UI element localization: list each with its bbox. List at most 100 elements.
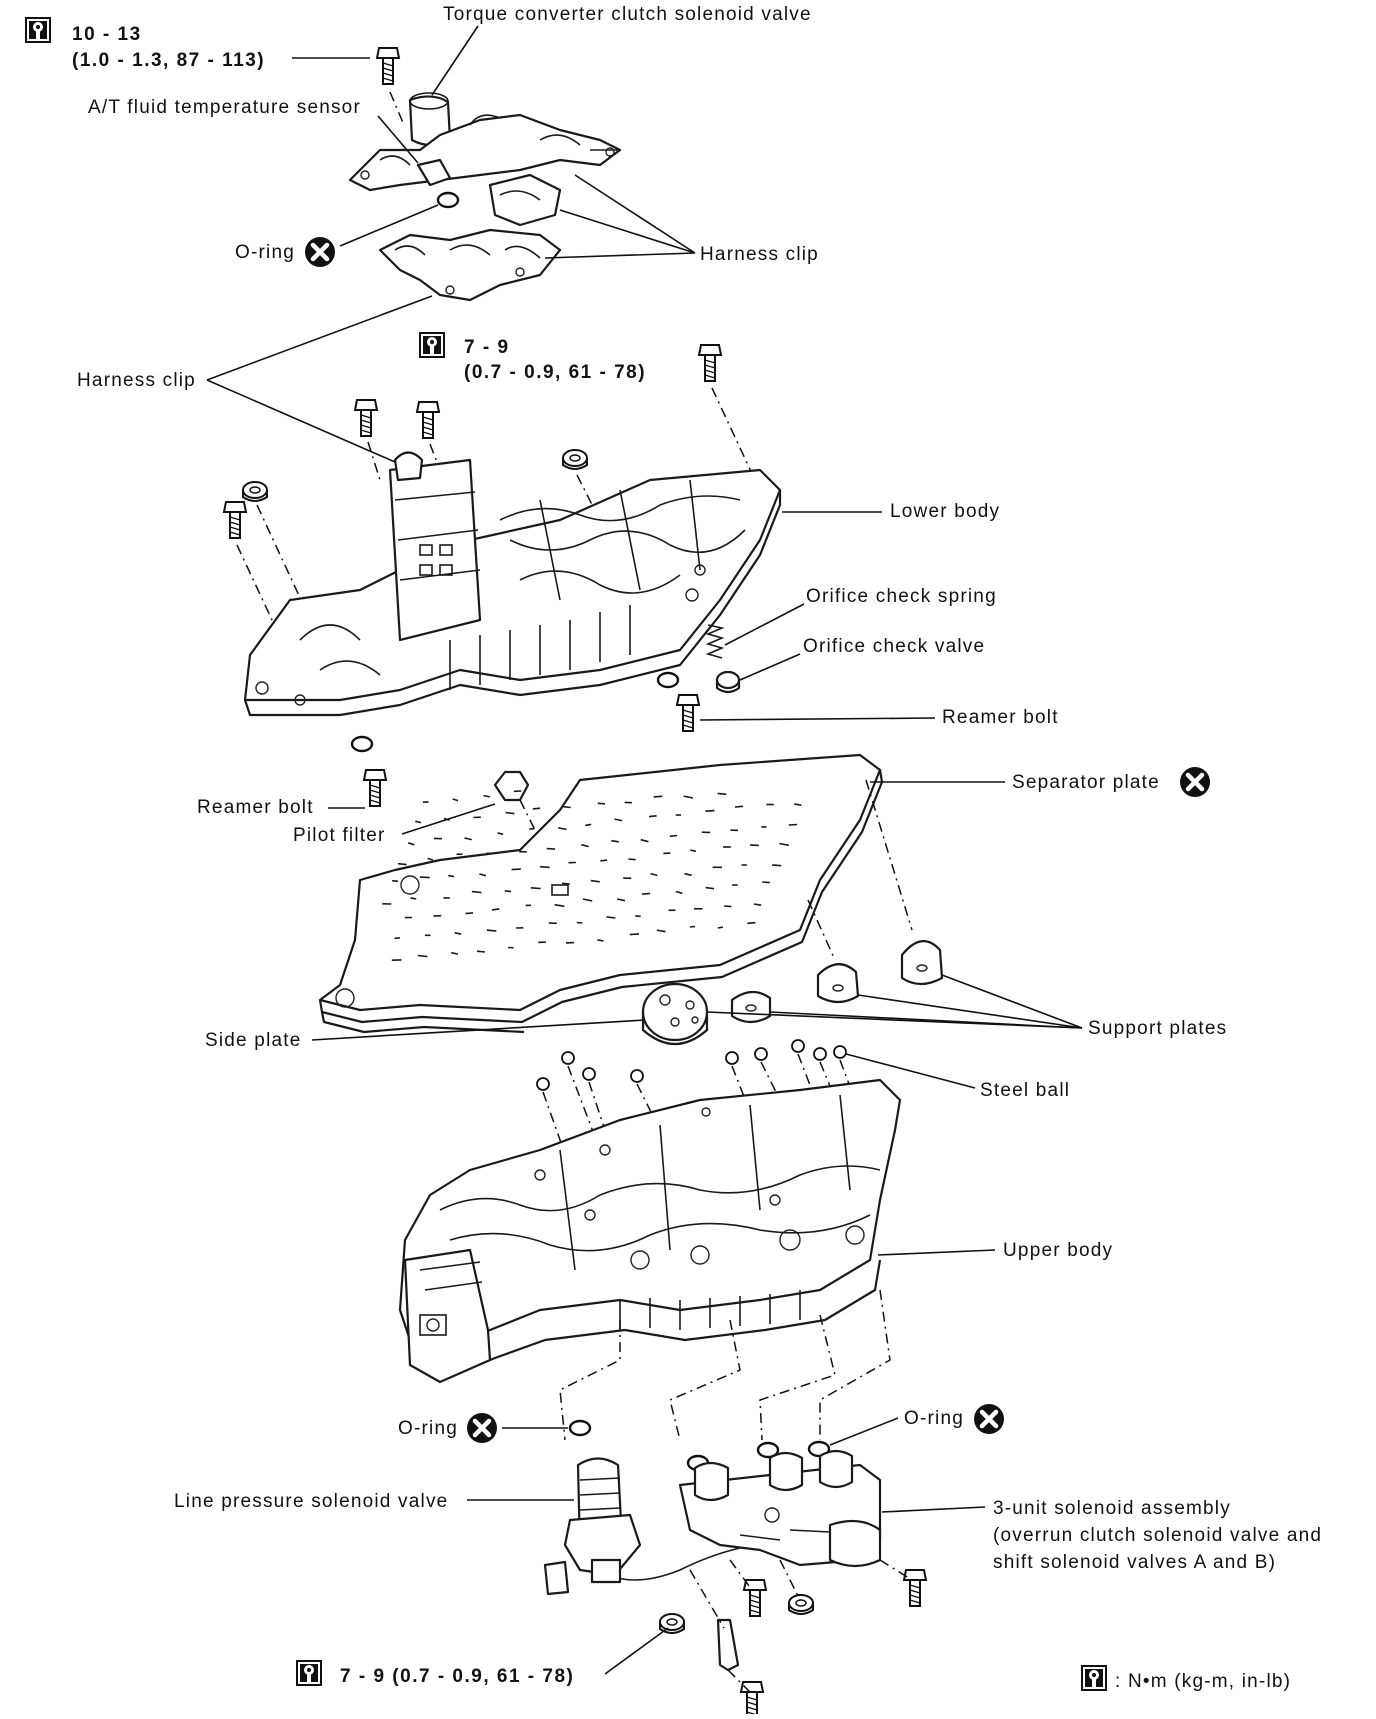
torque-wrench-icon [420,333,444,357]
label-steel-ball: Steel ball [980,1080,1070,1101]
label-orifice-check-spring: Orifice check spring [806,586,997,607]
label-at-fluid-temperature-sensor: A/T fluid temperature sensor [88,97,361,118]
do-not-reuse-icon [974,1404,1004,1434]
torque-wrench-icon [297,1661,321,1685]
separator-plate-hole [724,906,731,907]
separator-plate-hole [506,813,515,814]
do-not-reuse-icon [305,237,335,267]
separator-plate-hole [600,860,607,861]
separator-plate-hole [577,923,583,924]
separator-plate-hole [448,876,454,877]
separator-plate-hole [628,859,635,860]
separator-plate-hole [531,888,541,889]
label-torque-converter-clutch-solenoid-valve: Torque converter clutch solenoid valve [443,4,812,25]
separator-plate-hole [642,893,650,894]
separator-plate-hole [498,833,504,834]
separator-plate-hole [562,883,570,884]
bolt-icon [744,1580,766,1616]
label-harness-clip-left: Harness clip [77,370,196,391]
bolt-icon [417,402,439,438]
label-separator-plate: Separator plate [1012,772,1160,793]
torque-top-line1: 10 - 13 [72,24,142,45]
separator-plate-hole [547,849,555,850]
bolt-icon [699,345,721,381]
bolt-icon [355,400,377,436]
separator-plate-hole [392,881,398,882]
separator-plate-hole [487,930,497,931]
separator-plate-hole [772,865,781,866]
solenoids-group [545,1421,926,1714]
separator-plate-hole [484,796,490,797]
separator-plate-hole [690,927,695,928]
separator-plate-hole [472,892,482,893]
separator-plate-hole [408,843,414,845]
separator-plate-hole [453,799,458,801]
washer-icon [658,673,678,687]
separator-plate-hole [395,938,400,939]
nut-icon [789,1595,813,1614]
nut-icon [563,450,587,469]
bolt-icon [377,48,399,84]
separator-plate-hole [428,858,433,860]
bolt-icon [904,1570,926,1606]
separator-plate-hole [649,816,657,817]
label-o-ring-top: O-ring [235,242,295,263]
reamer-bolt-right-icon [677,695,699,731]
torque-bottom: 7 - 9 (0.7 - 0.9, 61 - 78) [340,1666,574,1687]
separator-plate-hole [611,841,619,842]
torque-top-line2: (1.0 - 1.3, 87 - 113) [72,50,265,71]
separator-plate-hole [529,829,534,830]
separator-plate-hole [718,793,727,794]
label-side-plate: Side plate [205,1030,302,1051]
separator-plate-hole [465,838,472,840]
bolt-icon [224,502,246,538]
torque-wrench-icon [26,18,50,42]
label-lower-body: Lower body [890,501,1000,522]
separator-plate-hole [630,934,639,935]
separator-plate-hole [754,904,761,905]
label-3-unit-solenoid-line2: (overrun clutch solenoid valve and [993,1525,1322,1546]
o-ring-top-icon [438,193,458,207]
label-orifice-check-valve: Orifice check valve [803,636,985,657]
separator-plate-hole [466,913,474,914]
torque-mid-line1: 7 - 9 [464,337,510,358]
upper-body-group [400,1080,900,1440]
separator-plate-hole [789,825,797,826]
label-o-ring-left: O-ring [398,1418,458,1439]
o-ring-icon [570,1421,590,1435]
separator-plate-hole [418,956,428,957]
label-line-pressure-solenoid-valve: Line pressure solenoid valve [174,1491,448,1512]
label-pilot-filter: Pilot filter [293,825,386,846]
separator-plate-hole [654,796,663,797]
separator-plate-hole [607,917,616,918]
separator-plate-hole [750,845,759,846]
label-o-ring-right: O-ring [904,1408,964,1429]
separator-plate-hole [705,811,714,812]
label-harness-clip-right: Harness clip [700,244,819,265]
label-upper-body: Upper body [1003,1240,1113,1261]
separator-plate-hole [512,869,521,870]
units-legend: : N•m (kg-m, in-lb) [1115,1671,1291,1692]
separator-plate-hole [747,923,755,924]
separator-plate-hole [477,951,485,952]
separator-plate-hole [598,803,605,804]
label-reamer-bolt-right: Reamer bolt [942,707,1059,728]
separator-plate-hole [585,824,591,825]
separator-plate-hole [670,836,677,837]
separator-plate-hole [415,821,421,822]
label-support-plates: Support plates [1088,1018,1227,1039]
nut-icon [660,1614,684,1633]
label-3-unit-solenoid-line1: 3-unit solenoid assembly [993,1498,1231,1519]
torque-wrench-icon [1082,1666,1106,1690]
reamer-bolt-left-icon [364,770,386,806]
separator-plate-hole [492,909,499,910]
separator-plate-hole [398,864,407,865]
washer-icon [352,737,372,751]
torque-converter-clutch-solenoid-group [350,48,620,300]
do-not-reuse-icon [1180,767,1210,797]
label-reamer-bolt-left: Reamer bolt [197,797,314,818]
separator-plate-hole [718,927,723,928]
separator-plate-hole [505,891,511,892]
